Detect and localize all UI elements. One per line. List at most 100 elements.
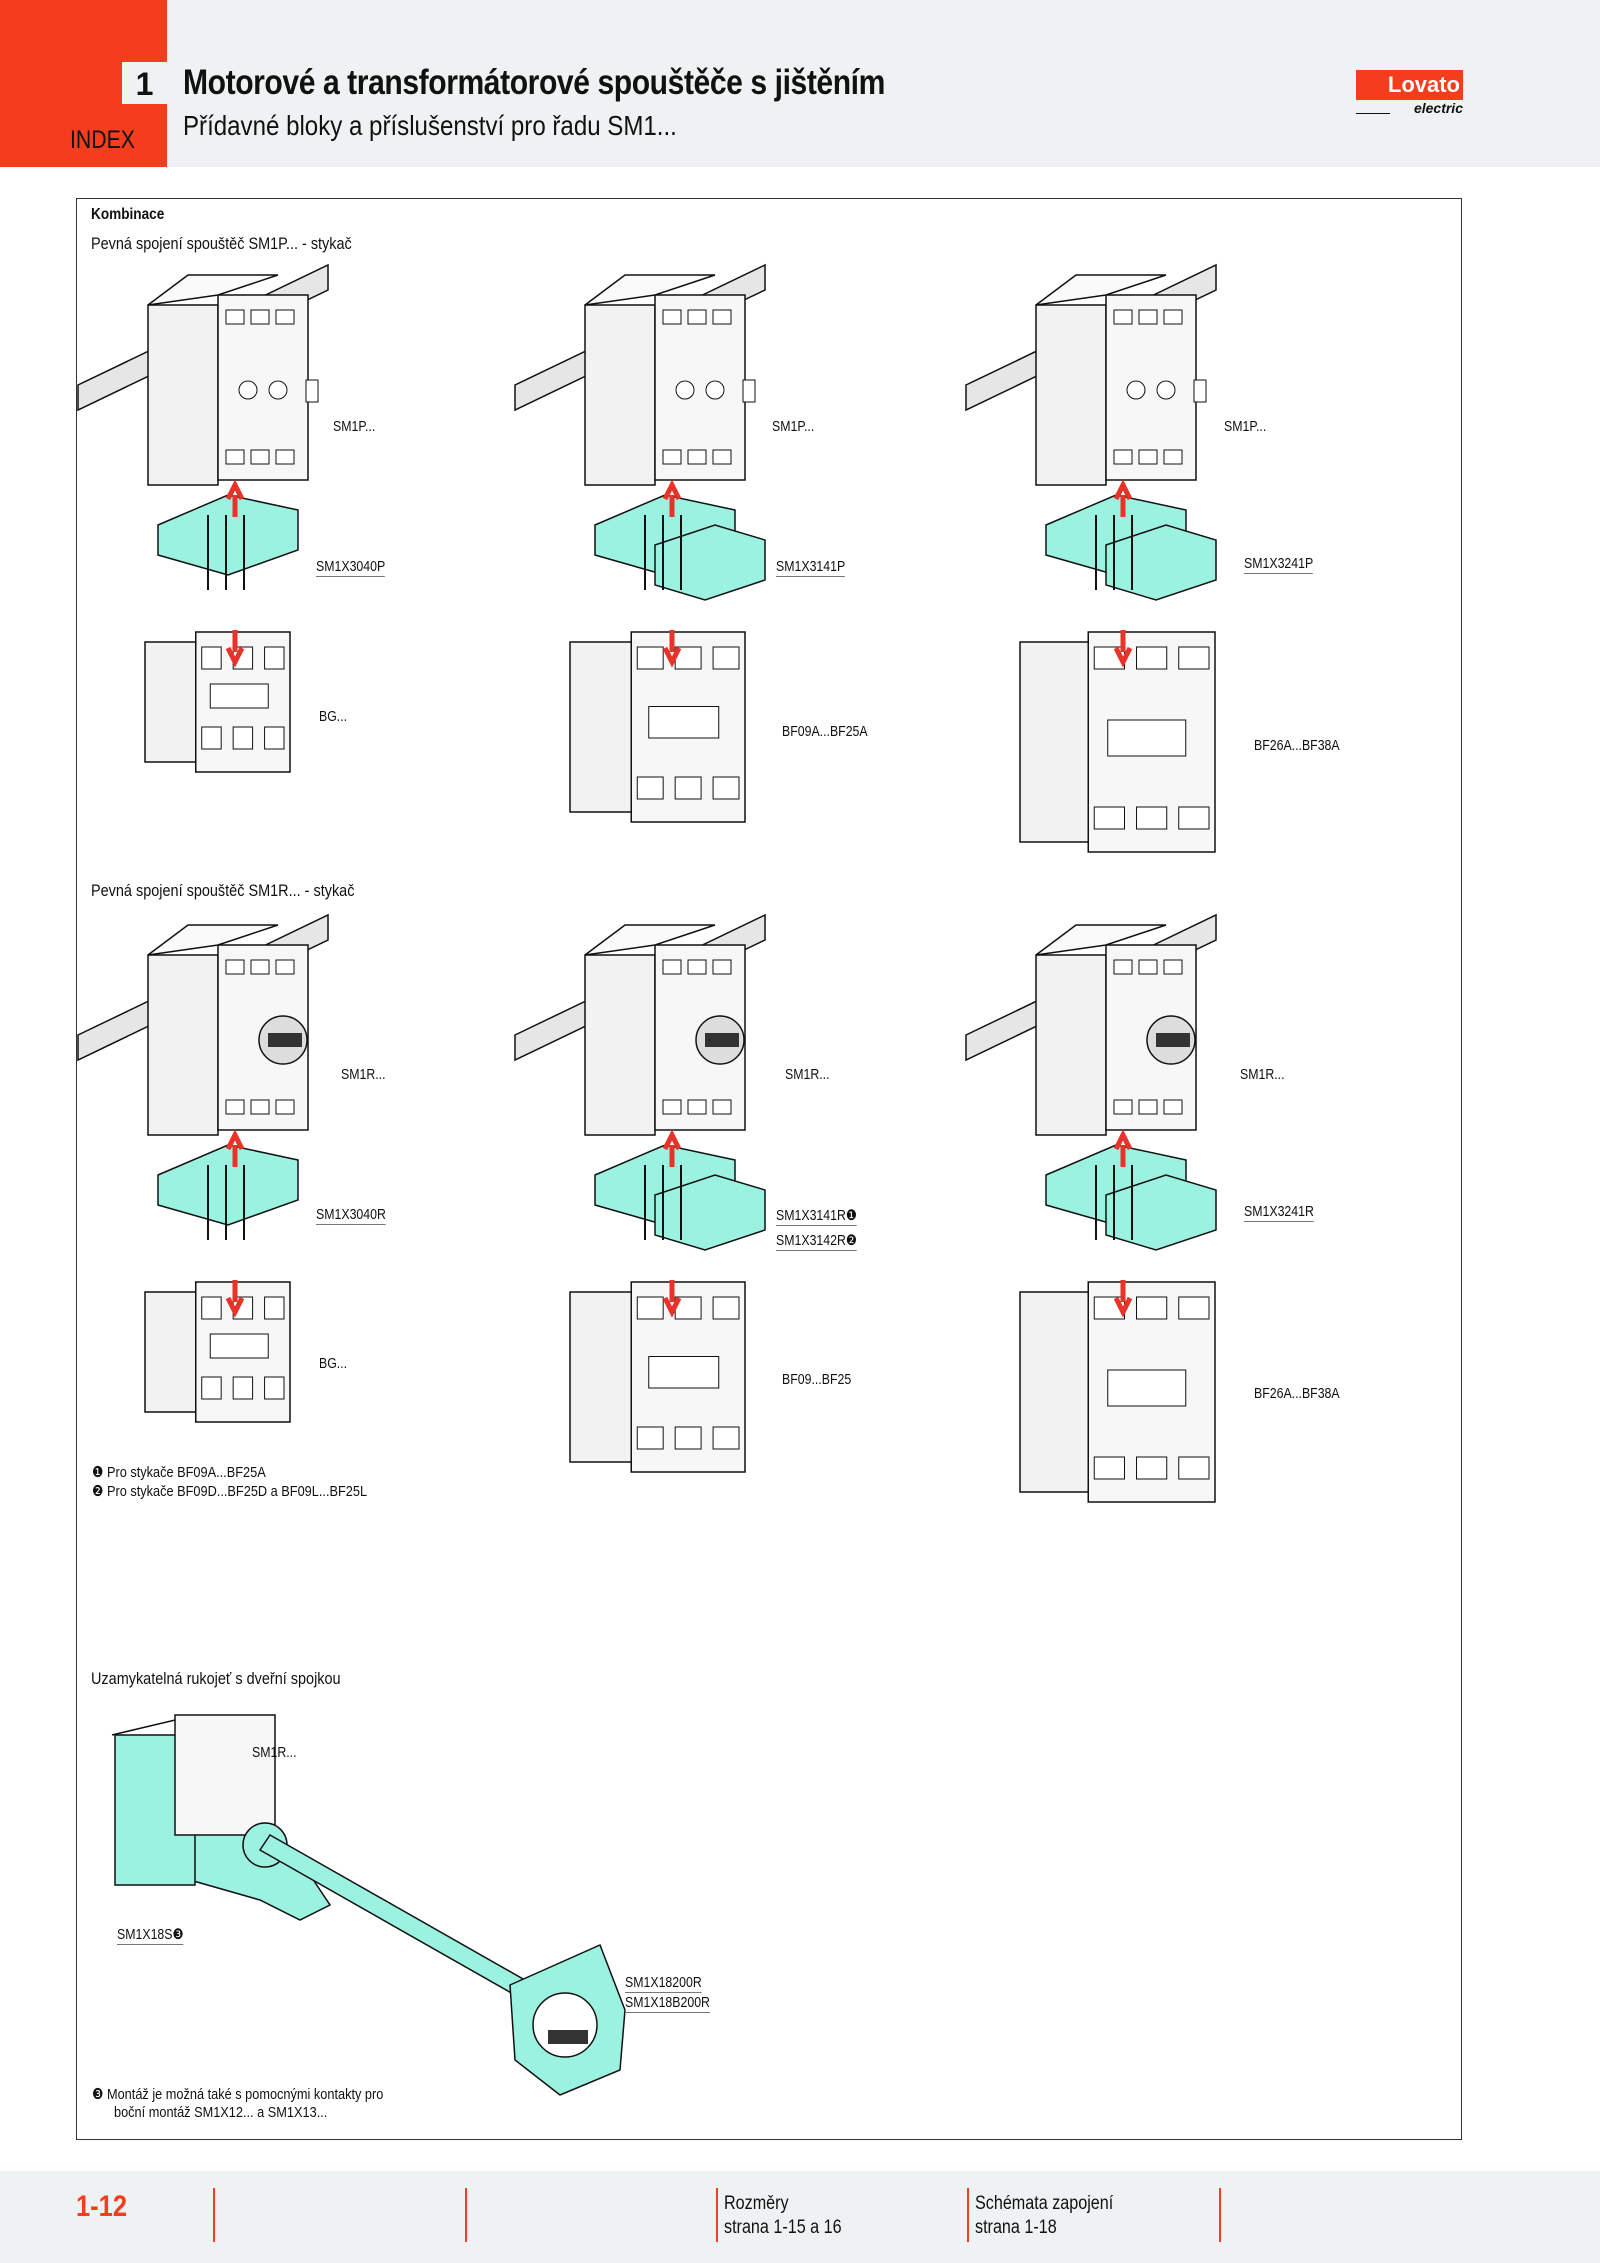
label-starter: SM1P... (772, 419, 815, 435)
terminal-icon (687, 449, 707, 465)
adapter-cover (654, 1174, 766, 1251)
terminal-icon (264, 1296, 285, 1320)
label-starter: SM1R... (341, 1067, 386, 1083)
group-p-heading: Pevná spojení spouštěč SM1P... - stykač (91, 234, 352, 253)
terminal-icon (712, 1296, 740, 1320)
link-title: Rozměry (724, 2193, 789, 2214)
terminal-icon (201, 1296, 222, 1320)
terminal-icon (275, 1099, 295, 1115)
footnote-3: ❸ Montáž je možná také s pomocnými konta… (92, 2086, 384, 2103)
arrow-down-icon (225, 1280, 245, 1318)
contactor-side (1019, 641, 1089, 843)
terminal-icon (232, 726, 254, 750)
adapter-cover (1105, 524, 1217, 601)
knob-grip (705, 1033, 739, 1047)
terminal-icon (225, 449, 245, 465)
footer-link-wiring[interactable]: Schémata zapojení strana 1-18 (975, 2192, 1113, 2240)
terminal-icon (1178, 1296, 1210, 1320)
terminal-icon (687, 959, 707, 975)
terminal-icon (1113, 1099, 1133, 1115)
arrow-down-icon (662, 630, 682, 668)
footer-link-dimensions[interactable]: Rozměry strana 1-15 a 16 (724, 2192, 842, 2240)
footnote-3-cont: boční montáž SM1X12... a SM1X13... (114, 2104, 328, 2121)
label-contactor: BG... (319, 709, 348, 725)
label-adapter: SM1X3040R (316, 1207, 386, 1225)
terminal-icon (1178, 1456, 1210, 1480)
label-starter: SM1R... (1240, 1067, 1285, 1083)
link-page: strana 1-15 a 16 (724, 2217, 842, 2238)
footnote-2: ❷ Pro stykače BF09D...BF25D a BF09L...BF… (92, 1483, 368, 1500)
terminal-icon (250, 1099, 270, 1115)
section-title: Kombinace (91, 206, 165, 223)
starter-top (584, 924, 716, 956)
terminal-icon (250, 449, 270, 465)
arrow-up-icon (662, 1129, 682, 1167)
stop-button-icon (268, 380, 288, 400)
label-starter: SM1R... (252, 1745, 297, 1761)
contactor-side (569, 641, 632, 813)
terminal-icon (712, 959, 732, 975)
terminal-icon (225, 1099, 245, 1115)
terminal-icon (225, 959, 245, 975)
terminal-icon (232, 1376, 254, 1400)
terminal-icon (1113, 309, 1133, 325)
label-contactor: BG... (319, 1356, 348, 1372)
terminal-icon (636, 1296, 664, 1320)
handle-knob-icon (532, 1992, 598, 2058)
lovato-logo: Lovato electric (1356, 70, 1463, 116)
trip-indicator (1193, 379, 1207, 403)
content-frame (76, 198, 1462, 2140)
terminal-icon (662, 449, 682, 465)
contactor-side (1019, 1291, 1089, 1493)
label-starter: SM1R... (785, 1067, 830, 1083)
stop-button-icon (1156, 380, 1176, 400)
label-coupling: SM1X18S❸ (117, 1927, 184, 1945)
arrow-up-icon (662, 479, 682, 517)
contactor-window (648, 1356, 720, 1389)
label-contactor: BF09...BF25 (782, 1372, 852, 1388)
arrow-down-icon (225, 630, 245, 668)
starter-side (147, 954, 219, 1136)
index-link[interactable]: INDEX (70, 126, 135, 154)
terminal-icon (712, 449, 732, 465)
terminal-icon (1113, 959, 1133, 975)
terminal-icon (687, 309, 707, 325)
logo-subtext: electric (1356, 100, 1463, 116)
terminal-icon (1136, 1296, 1168, 1320)
terminal-icon (662, 959, 682, 975)
motor-starter (1105, 294, 1197, 481)
contactor-window (209, 1333, 269, 1359)
arrow-up-icon (225, 1129, 245, 1167)
trip-indicator (305, 379, 319, 403)
terminal-icon (712, 309, 732, 325)
label-adapter: SM1X3241R (1244, 1204, 1314, 1222)
group-r-heading: Pevná spojení spouštěč SM1R... - stykač (91, 881, 355, 900)
adapter-cover (654, 524, 766, 601)
label-contactor: BF26A...BF38A (1254, 1386, 1340, 1402)
contactor-side (144, 1291, 197, 1413)
arrow-up-icon (1113, 1129, 1133, 1167)
contactor-window (1107, 719, 1187, 757)
terminal-icon (1138, 959, 1158, 975)
label-handle-alt: SM1X18B200R (625, 1995, 710, 2013)
arrow-down-icon (1113, 630, 1133, 668)
terminal-icon (1093, 806, 1125, 830)
terminal-icon (264, 646, 285, 670)
starter-top (584, 274, 716, 306)
handle-grip (548, 2030, 588, 2044)
contactor-window (209, 683, 269, 709)
start-button-icon (238, 380, 258, 400)
link-title: Schémata zapojení (975, 2193, 1114, 2214)
terminal-icon (264, 1376, 285, 1400)
arrow-down-icon (662, 1280, 682, 1318)
terminal-icon (201, 1376, 222, 1400)
footer-divider (213, 2188, 215, 2242)
terminal-icon (275, 959, 295, 975)
contactor-side (569, 1291, 632, 1463)
label-contactor: BF26A...BF38A (1254, 738, 1340, 754)
starter-side (147, 304, 219, 486)
label-contactor: BF09A...BF25A (782, 724, 868, 740)
group-handle-heading: Uzamykatelná rukojeť s dveřní spojkou (91, 1669, 341, 1688)
terminal-icon (1113, 449, 1133, 465)
